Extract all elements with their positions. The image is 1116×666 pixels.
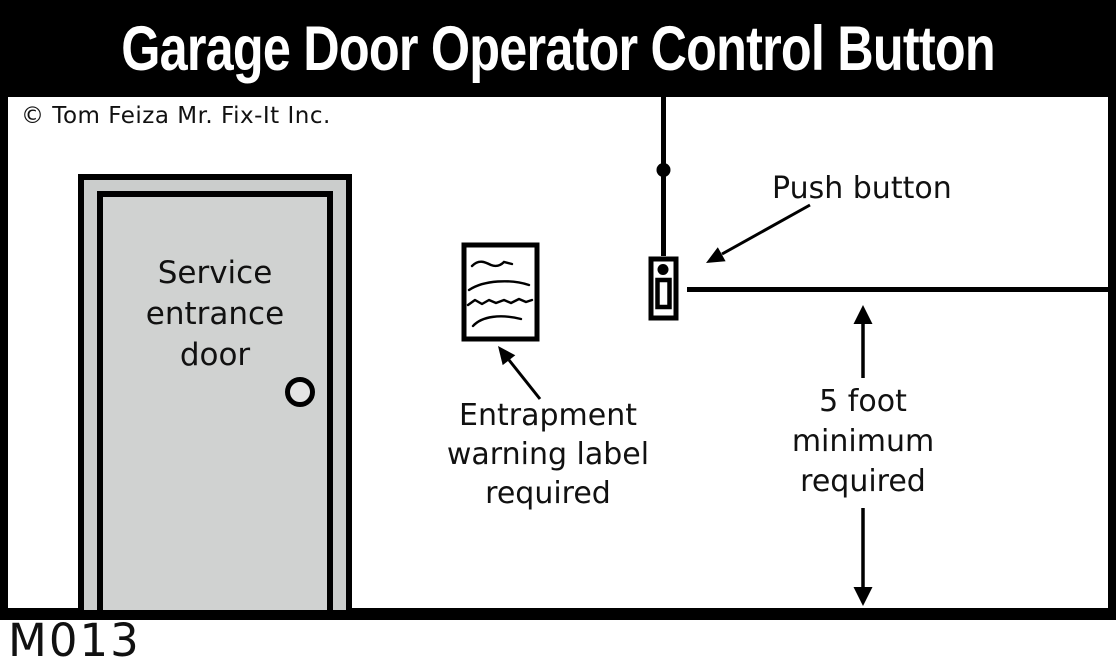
door-label-line-3: door <box>179 337 251 373</box>
frame-border-left <box>0 97 8 620</box>
frame-border-right <box>1108 97 1116 620</box>
door-knob <box>285 377 315 407</box>
figure-id: M013 <box>8 614 141 666</box>
push-button-label: Push button <box>772 171 952 206</box>
door-label-line-1: Service <box>157 255 273 291</box>
clearance-line-3: required <box>800 464 926 499</box>
wire-junction-dot <box>656 163 671 177</box>
squiggle-line-1 <box>470 260 514 268</box>
squiggle-line-2 <box>467 280 531 292</box>
clearance-line-1: 5 foot <box>819 384 907 419</box>
warning-caption-line-1: Entrapment <box>459 398 637 433</box>
push-button-indicator-dot <box>657 264 669 275</box>
door-graphic <box>78 174 352 616</box>
push-button-arrow <box>706 203 811 263</box>
squiggle-line-4 <box>471 315 523 328</box>
page-title: Garage Door Operator Control Button <box>121 13 995 84</box>
push-button-graphic <box>648 256 679 321</box>
door-label: Service entrance door <box>115 253 315 376</box>
clearance-arrow-down <box>853 508 873 606</box>
copyright-text: © Tom Feiza Mr. Fix-It Inc. <box>21 103 331 129</box>
clearance-line-2: minimum <box>791 424 935 459</box>
warning-label-arrow <box>498 346 542 400</box>
squiggle-line-3 <box>466 297 534 307</box>
warning-label-caption: Entrapment warning label required <box>426 396 670 513</box>
warning-label-graphic <box>461 242 540 342</box>
door-label-line-2: entrance <box>145 296 285 332</box>
title-bar: Garage Door Operator Control Button <box>0 0 1116 97</box>
clearance-label: 5 foot minimum required <box>763 382 963 502</box>
warning-caption-line-2: warning label <box>446 437 650 472</box>
push-button-switch <box>655 277 672 310</box>
warning-caption-line-3: required <box>485 476 611 511</box>
clearance-arrow-up <box>853 305 873 378</box>
